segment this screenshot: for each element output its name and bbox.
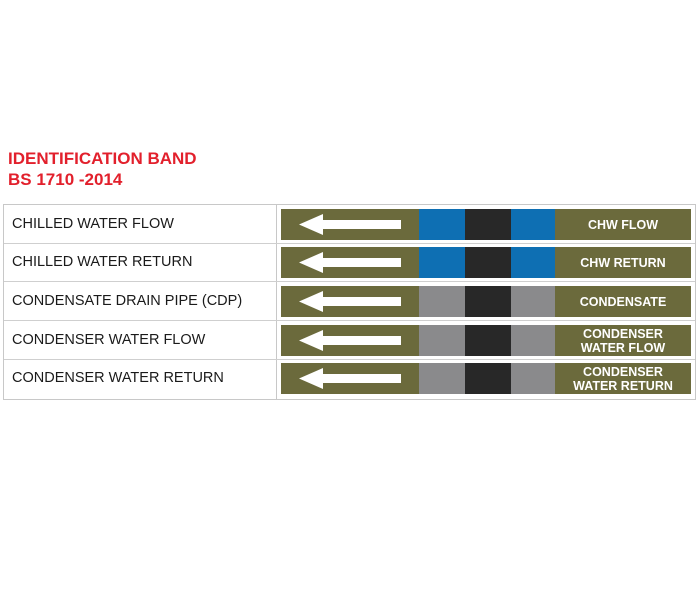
band-colour-right [511,325,555,356]
band-colour-center [465,209,511,240]
flow-arrow-left-icon [299,330,401,351]
row-label: CHILLED WATER FLOW [12,216,174,232]
flow-arrow-left-icon [299,252,401,273]
page-title: IDENTIFICATION BAND BS 1710 -2014 [8,148,197,190]
flow-arrow-left-icon [299,368,401,389]
table-row: CONDENSATE DRAIN PIPE (CDP) CONDENSATE [4,282,695,321]
band-colour-right [511,286,555,317]
title-line-1: IDENTIFICATION BAND [8,149,197,168]
band-colour-right [511,363,555,394]
identification-table: CHILLED WATER FLOW CHW FLOW CHILLED WATE… [3,204,696,400]
table-row: CHILLED WATER FLOW CHW FLOW [4,205,695,244]
identification-band: CHW FLOW [281,209,691,240]
band-colour-left [419,363,465,394]
band-colour-center [465,363,511,394]
row-label: CONDENSATE DRAIN PIPE (CDP) [12,293,243,309]
band-colour-center [465,247,511,278]
column-divider [276,205,277,399]
band-colour-right [511,209,555,240]
band-colour-right [511,247,555,278]
band-colour-center [465,286,511,317]
table-row: CHILLED WATER RETURN CHW RETURN [4,243,695,282]
row-label: CHILLED WATER RETURN [12,254,193,270]
band-colour-left [419,325,465,356]
band-tag-label: CHW RETURN [580,255,666,270]
band-colour-center [465,325,511,356]
identification-band: CONDENSATE [281,286,691,317]
row-divider [4,320,695,321]
row-label: CONDENSER WATER RETURN [12,370,224,386]
flow-arrow-left-icon [299,214,401,235]
row-divider [4,359,695,360]
flow-arrow-left-icon [299,291,401,312]
band-tag-label: CHW FLOW [587,217,659,232]
table-row: CONDENSER WATER FLOW CONDENSER WATER FLO… [4,321,695,360]
row-divider [4,243,695,244]
identification-band: CONDENSER WATER FLOW [281,325,691,356]
table-row: CONDENSER WATER RETURN CONDENSER WATER R… [4,359,695,397]
band-tag-label: CONDENSER WATER RETURN [573,364,673,393]
band-tag-label: CONDENSATE [579,294,667,309]
row-divider [4,281,695,282]
row-label: CONDENSER WATER FLOW [12,332,206,348]
band-tag-label: CONDENSER WATER FLOW [580,326,666,355]
band-colour-left [419,247,465,278]
identification-band: CONDENSER WATER RETURN [281,363,691,394]
title-line-2: BS 1710 -2014 [8,170,123,189]
identification-band: CHW RETURN [281,247,691,278]
band-colour-left [419,286,465,317]
band-colour-left [419,209,465,240]
